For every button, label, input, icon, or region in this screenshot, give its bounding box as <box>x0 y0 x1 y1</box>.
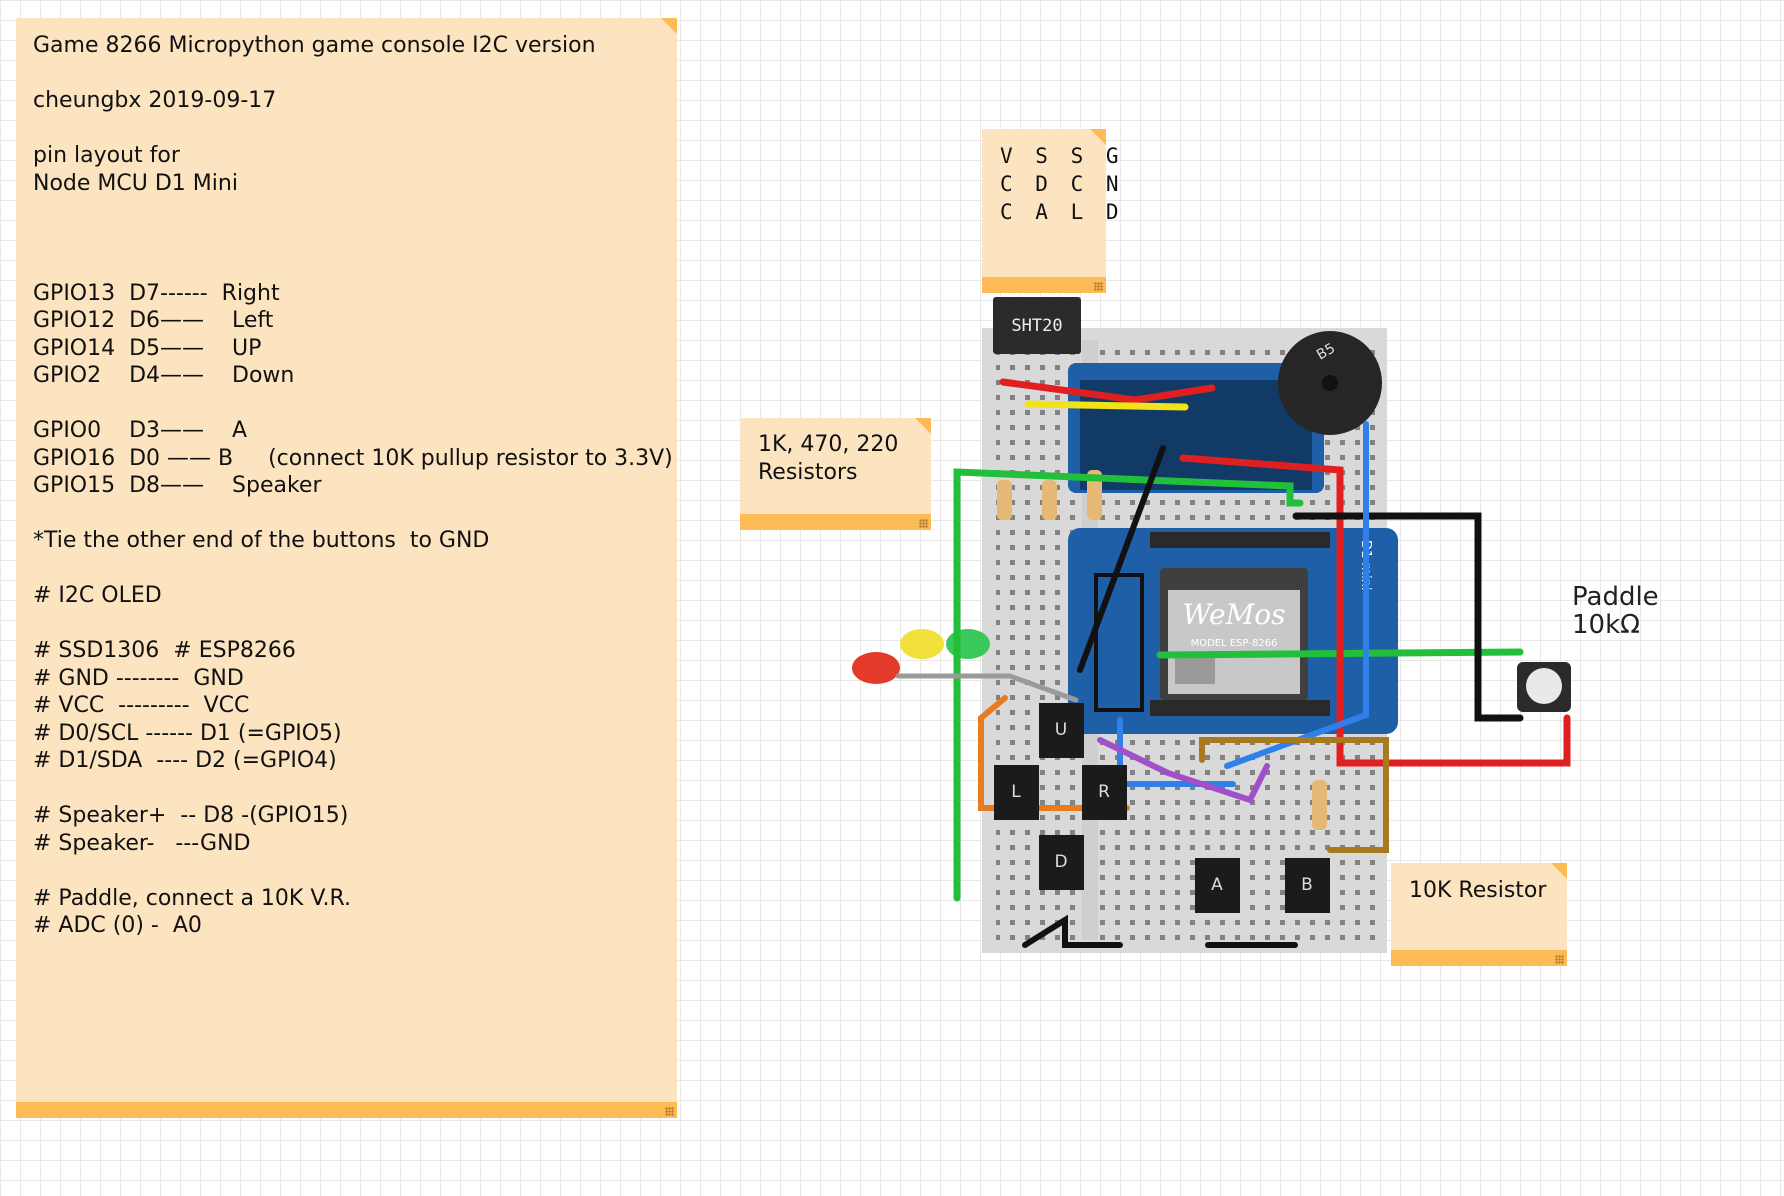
note-bar <box>982 277 1106 293</box>
ten-k-resistor-note[interactable]: 10K Resistor <box>1391 863 1567 966</box>
note-bar <box>16 1102 677 1118</box>
button-a-body <box>1195 858 1240 913</box>
wire-orange <box>978 695 1130 811</box>
resistors[interactable] <box>997 470 1327 830</box>
pin-header-note[interactable]: V S S G C D C N C A L D <box>982 129 1119 293</box>
resize-grip[interactable] <box>1094 282 1103 291</box>
antenna <box>1094 573 1144 712</box>
note-bar <box>1391 950 1567 966</box>
ten-k-note-text: 10K Resistor <box>1409 878 1547 903</box>
wire-blue-right <box>1224 421 1369 769</box>
wire-red-right <box>1179 454 1571 767</box>
wire-gray-led <box>895 673 1079 703</box>
buzzer-center <box>1322 375 1338 391</box>
wire-yellow-top <box>1024 400 1189 411</box>
resistor-220 <box>1087 470 1102 520</box>
button-up[interactable]: U <box>1039 703 1084 758</box>
main-note[interactable]: Game 8266 Micropython game console I2C v… <box>16 18 677 1118</box>
button-up-body <box>1039 703 1084 758</box>
button-left[interactable]: L <box>994 765 1039 820</box>
resistor-1k <box>997 480 1012 520</box>
green-led[interactable] <box>946 629 990 659</box>
button-b[interactable]: B <box>1285 858 1330 913</box>
note-fold <box>915 418 931 434</box>
resize-grip[interactable] <box>919 519 928 528</box>
board-header-top <box>1150 532 1330 548</box>
resistors-note[interactable]: 1K, 470, 220 Resistors <box>740 418 931 530</box>
wire-red-top <box>999 378 1216 404</box>
resize-grip[interactable] <box>665 1107 674 1116</box>
wire-black-paddle <box>1292 512 1524 722</box>
wire-green-main <box>953 468 1304 902</box>
wire-purple <box>1097 737 1270 804</box>
note-bar <box>740 514 931 530</box>
sht20-sensor[interactable] <box>993 297 1081 354</box>
note-fold <box>1090 129 1106 145</box>
potentiometer-knob <box>1526 668 1562 704</box>
red-led[interactable] <box>852 652 900 684</box>
resistor-470 <box>1042 480 1057 520</box>
button-b-body <box>1285 858 1330 913</box>
board-brand: WeMos <box>1183 598 1286 631</box>
button-down[interactable]: D <box>1039 835 1084 890</box>
button-right-body <box>1082 765 1127 820</box>
main-note-text: Game 8266 Micropython game console I2C v… <box>33 33 673 938</box>
board-header-bottom <box>1150 700 1330 716</box>
note-fold <box>1551 863 1567 879</box>
resize-grip[interactable] <box>1555 955 1564 964</box>
button-right[interactable]: R <box>1082 765 1127 820</box>
resistor-10k <box>1312 780 1327 830</box>
wire-black-bottom <box>1022 914 1123 948</box>
board-model: MODEL ESP-8266 <box>1191 638 1278 649</box>
resistors-note-text: 1K, 470, 220 Resistors <box>758 432 899 485</box>
button-a-label: A <box>1211 875 1223 895</box>
wire-brown <box>1199 737 1389 853</box>
wire-black-diag <box>1077 445 1166 673</box>
button-left-label: L <box>1011 782 1021 802</box>
button-up-label: U <box>1055 720 1067 740</box>
sht20-label: SHT20 <box>1011 316 1062 336</box>
yellow-led[interactable] <box>900 629 944 659</box>
button-down-body <box>1039 835 1084 890</box>
note-fold <box>661 18 677 34</box>
pin-header-text: V S S G C D C N C A L D <box>1000 144 1124 224</box>
button-down-label: D <box>1054 852 1067 872</box>
button-left-body <box>994 765 1039 820</box>
button-a[interactable]: A <box>1195 858 1240 913</box>
paddle-label: Paddle 10kΩ <box>1572 582 1659 640</box>
button-right-label: R <box>1098 782 1110 802</box>
button-b-label: B <box>1301 875 1313 895</box>
